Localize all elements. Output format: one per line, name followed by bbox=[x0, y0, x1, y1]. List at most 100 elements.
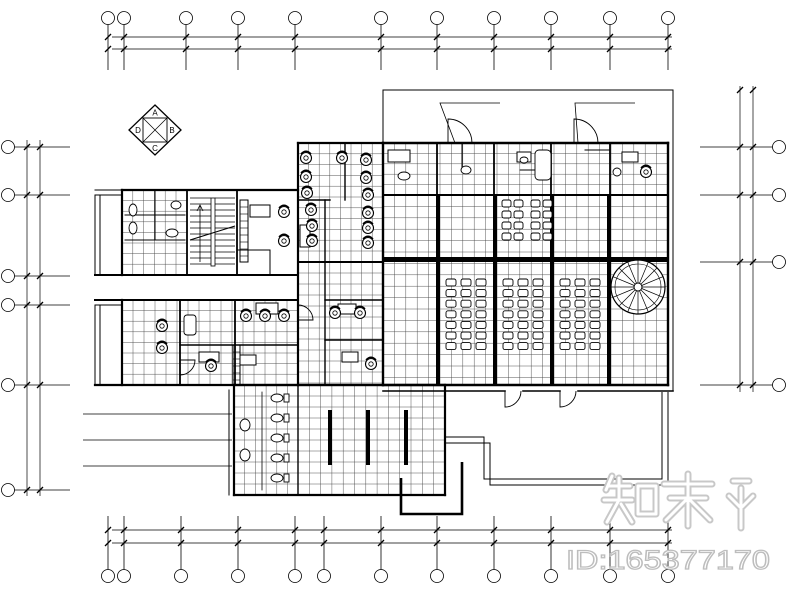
chair-back bbox=[301, 185, 313, 190]
theater-seat bbox=[445, 310, 457, 319]
wash-basin bbox=[128, 203, 138, 217]
theater-seat bbox=[460, 310, 472, 319]
theater-seat bbox=[574, 320, 586, 329]
theater-seat bbox=[542, 199, 553, 208]
theater-seat bbox=[589, 331, 601, 340]
chair-seat bbox=[299, 170, 313, 184]
toilet-tank bbox=[283, 413, 290, 423]
theater-seat bbox=[532, 331, 544, 340]
theater-seat bbox=[559, 299, 571, 308]
compass-outer-diamond bbox=[128, 104, 182, 156]
spiral-stair-tread bbox=[627, 261, 637, 284]
compass-label-right: B bbox=[169, 126, 174, 135]
axis-bubble-bottom bbox=[374, 569, 388, 583]
door-swing bbox=[504, 390, 522, 408]
chair-back bbox=[360, 170, 372, 175]
theater-seat bbox=[517, 342, 529, 351]
axis-bubble-bottom bbox=[174, 569, 188, 583]
wash-basin bbox=[165, 228, 179, 238]
axis-bubble-top bbox=[661, 11, 675, 25]
chair-hub bbox=[357, 310, 363, 316]
chair-seat bbox=[239, 309, 253, 323]
theater-seat bbox=[574, 289, 586, 298]
auditorium-seating bbox=[445, 199, 601, 351]
theater-seat bbox=[574, 278, 586, 287]
theater-seat bbox=[530, 232, 541, 241]
spiral-stair-tread bbox=[618, 289, 636, 307]
chair-hub bbox=[365, 240, 371, 246]
axis-bubble-right bbox=[772, 188, 786, 202]
spiral-stair-tread bbox=[639, 290, 649, 313]
ramp-edge-inner bbox=[445, 392, 663, 480]
chair-hub bbox=[303, 155, 309, 161]
theater-seat bbox=[501, 221, 512, 230]
chair-back bbox=[300, 150, 312, 155]
door-swing bbox=[447, 118, 473, 144]
built-in-cabinet bbox=[239, 199, 249, 263]
theater-seat bbox=[542, 232, 553, 241]
chair-seat bbox=[364, 357, 378, 371]
beam-vertical-bottom-hall bbox=[366, 410, 370, 465]
chair-back bbox=[278, 233, 290, 238]
wash-basin bbox=[239, 448, 251, 462]
entrance-ramp bbox=[399, 392, 669, 516]
theater-seat bbox=[574, 299, 586, 308]
theater-seat bbox=[532, 310, 544, 319]
elevation-index-icon: A B C D bbox=[128, 104, 182, 156]
axis-bubble-right bbox=[772, 140, 786, 154]
theater-seat bbox=[475, 278, 487, 287]
chair-hub bbox=[281, 313, 287, 319]
office-chair bbox=[359, 170, 373, 185]
chair-hub bbox=[159, 345, 165, 351]
chair-hub bbox=[309, 238, 315, 244]
office-chair bbox=[305, 233, 319, 248]
theater-seat bbox=[460, 320, 472, 329]
theater-seat bbox=[445, 320, 457, 329]
axis-bubble-left bbox=[1, 269, 15, 283]
chair-back bbox=[362, 205, 374, 210]
wash-basin bbox=[612, 167, 622, 177]
office-chair bbox=[304, 202, 318, 217]
office-chair bbox=[258, 308, 272, 323]
theater-seat bbox=[445, 342, 457, 351]
beam-vertical-bottom-hall bbox=[404, 410, 408, 465]
theater-seat bbox=[559, 289, 571, 298]
chair-hub bbox=[303, 174, 309, 180]
office-chair bbox=[239, 308, 253, 323]
axis-bubble-top bbox=[179, 11, 193, 25]
toilet-tank bbox=[283, 453, 290, 463]
axis-bubble-left bbox=[1, 298, 15, 312]
walls bbox=[93, 89, 674, 497]
wash-basin bbox=[239, 418, 251, 432]
theater-seat bbox=[502, 299, 514, 308]
axis-bubble-right bbox=[772, 378, 786, 392]
chair-seat bbox=[328, 306, 342, 320]
chair-back bbox=[156, 340, 168, 345]
wash-basin bbox=[460, 165, 472, 175]
office-chair bbox=[299, 169, 313, 184]
beam-vertical bbox=[550, 195, 554, 385]
chair-back bbox=[259, 308, 271, 313]
theater-seat bbox=[559, 320, 571, 329]
toilet-fixture bbox=[270, 473, 290, 483]
axis-bubble-top bbox=[231, 11, 245, 25]
beam-vertical bbox=[607, 195, 611, 385]
theater-seat bbox=[475, 331, 487, 340]
axis-bubble-bottom bbox=[661, 569, 675, 583]
chair-back bbox=[365, 356, 377, 361]
chair-back bbox=[305, 202, 317, 207]
spiral-stair-tread bbox=[640, 289, 658, 307]
office-chair bbox=[361, 187, 375, 202]
spiral-stair-tread bbox=[627, 290, 637, 313]
chair-hub bbox=[643, 169, 649, 175]
wash-basin bbox=[128, 221, 138, 235]
chair-seat bbox=[300, 186, 314, 200]
theater-seat bbox=[574, 310, 586, 319]
axis-bubble-top bbox=[374, 11, 388, 25]
axis-grid-bubbles bbox=[1, 11, 786, 583]
axis-bubble-bottom bbox=[317, 569, 331, 583]
chair-hub bbox=[339, 155, 345, 161]
bathtub bbox=[183, 314, 197, 336]
theater-seat bbox=[502, 342, 514, 351]
chair-hub bbox=[363, 157, 369, 163]
